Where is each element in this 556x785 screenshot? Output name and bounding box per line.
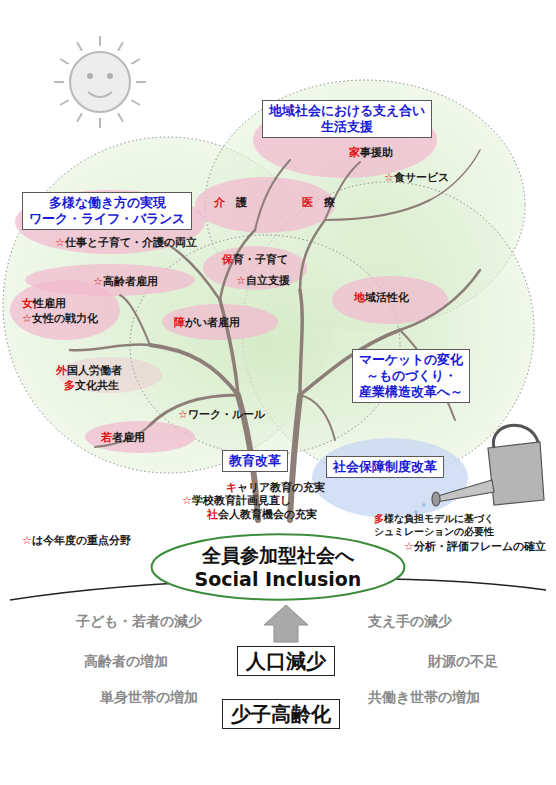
field-label: ☆自立支援 (236, 274, 290, 288)
trend-label: 子ども・若者の減少 (76, 612, 202, 630)
sun-ray (118, 42, 123, 51)
field-label: ☆高齢者雇用 (93, 275, 158, 289)
theme-box: 地域社会における支え合い生活支援 (262, 100, 432, 138)
field-label: 外国人労働者 (56, 364, 122, 378)
field-label: 家事援助 (349, 146, 393, 160)
field-label: ☆は今年度の重点分野 (22, 534, 131, 548)
sun-ray (99, 118, 101, 128)
field-label: 多様な負担モデルに基づく シュミレーションの必要性 (374, 512, 498, 538)
field-label: ☆ワーク・ルール (178, 408, 265, 422)
node-text: 地域社会における支え合い (269, 103, 425, 119)
field-label: 介 護 (214, 196, 247, 210)
sun-ray (60, 59, 69, 64)
field-label: 医 療 (302, 196, 335, 210)
field-label: ☆食サービス (384, 171, 449, 185)
trend-label: 支え手の減少 (368, 612, 452, 630)
trend-label: 共働き世帯の増加 (368, 688, 480, 706)
canopy-regions (3, 80, 534, 478)
field-label: 障がい者雇用 (174, 316, 240, 330)
node-text: 社会保障制度改革 (333, 459, 437, 475)
field-label: ☆仕事と子育て・介護の両立 (55, 236, 197, 250)
field-label: ☆女性の戦力化 (22, 312, 98, 326)
sun-ray (131, 59, 140, 64)
node-text: 産業構造改革へ～ (359, 384, 463, 400)
field-label: 保育・子育て (222, 253, 288, 267)
node-text: 人口減少 (246, 648, 326, 674)
sun-ray (118, 113, 123, 122)
sun (54, 36, 146, 128)
node-text: 多様な働き方の実現 (29, 195, 185, 211)
sun-ray (77, 113, 82, 122)
theme-box: 多様な働き方の実現ワーク・ライフ・バランス (22, 192, 192, 230)
node-text: 教育改革 (229, 453, 281, 469)
cause-box: 少子高齢化 (222, 699, 340, 729)
trend-label: 高齢者の増加 (84, 652, 168, 670)
sun-ray (131, 100, 140, 105)
sun-ray (136, 81, 146, 83)
theme-box: マーケットの変化～ものづくり・産業構造改革へ～ (352, 349, 470, 403)
theme-box: 社会保障制度改革 (326, 456, 444, 478)
node-text: 生活支援 (269, 119, 425, 135)
node-text: 全員参加型社会へ (202, 543, 354, 567)
sun-ray (54, 81, 64, 83)
field-label: 女性雇用 (22, 297, 66, 311)
field-label: キャリア教育の充実 (226, 481, 325, 495)
field-label: ☆学校教育計画見直し (182, 494, 291, 508)
goal-ellipse: 全員参加型社会へSocial Inclusion (149, 533, 407, 601)
ellipse-outline (149, 533, 407, 601)
node-text: ワーク・ライフ・バランス (29, 211, 185, 227)
node-text: マーケットの変化 (359, 352, 463, 368)
blue-blob (312, 438, 468, 518)
trend-label: 財源の不足 (428, 652, 498, 670)
field-label: 若者雇用 (101, 431, 145, 445)
field-label: 多文化共生 (64, 379, 119, 393)
trend-label: 単身世帯の増加 (100, 688, 198, 706)
sun-ray (60, 100, 69, 105)
node-text: Social Inclusion (195, 567, 362, 591)
cause-box: 人口減少 (237, 646, 335, 676)
field-label: ☆分析・評価フレームの確立 (404, 540, 546, 554)
node-text: 少子高齢化 (231, 701, 331, 727)
theme-box: 教育改革 (222, 450, 288, 472)
sun-ray (77, 42, 82, 51)
node-text: ～ものづくり・ (359, 368, 463, 384)
block-arrow (264, 605, 308, 642)
sun-ray (99, 36, 101, 46)
field-label: 地域活性化 (354, 291, 409, 305)
field-label: 社会人教育機会の充実 (207, 508, 317, 522)
